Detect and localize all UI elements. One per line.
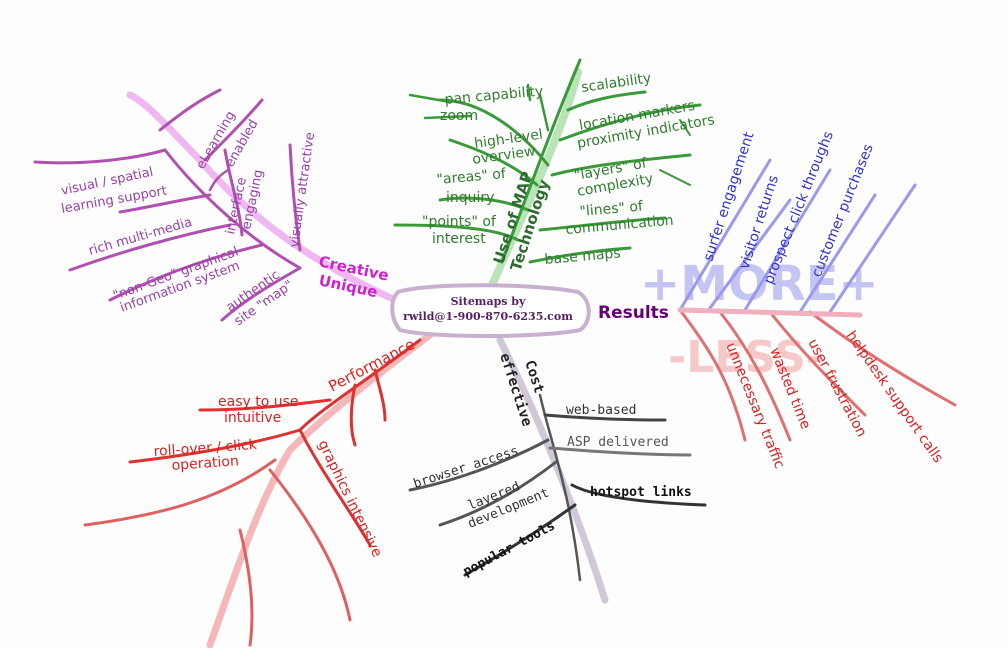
center-line1: Sitemaps by bbox=[451, 295, 526, 308]
tech-item-points: "points" of bbox=[422, 214, 497, 230]
performance-item-intuitive: intuitive bbox=[224, 410, 281, 426]
cost-labels: web-based ASP delivered browser access l… bbox=[412, 403, 692, 580]
tech-item-basemaps: base maps bbox=[544, 245, 621, 268]
tech-item-interest: interest bbox=[432, 231, 486, 247]
performance-item-easy: easy to use bbox=[218, 394, 299, 410]
less-watermark: -LESS- bbox=[668, 332, 824, 383]
tech-item-areas: "areas" of bbox=[436, 166, 508, 188]
creative-branch-lines bbox=[33, 88, 399, 322]
tech-item-zoom: zoom bbox=[440, 108, 478, 124]
creative-labels: eLearning enabled visual / spatial learn… bbox=[60, 109, 318, 330]
technology-branch-lines bbox=[393, 58, 702, 294]
results-title: Results bbox=[598, 303, 669, 323]
tech-item-inquiry: inquiry bbox=[446, 190, 494, 206]
cost-item-asp: ASP delivered bbox=[567, 435, 669, 450]
performance-title: Performance bbox=[325, 335, 417, 396]
tech-item-pan: pan capability bbox=[444, 83, 544, 108]
cost-branch-lines bbox=[408, 336, 707, 604]
results-more-lines bbox=[678, 158, 917, 314]
results-less-item-helpdesk: helpdesk support calls bbox=[843, 328, 946, 466]
cost-item-webbased: web-based bbox=[566, 403, 636, 418]
performance-item-operation: operation bbox=[171, 453, 239, 474]
performance-item-rollover: roll-over / click bbox=[153, 437, 258, 460]
results-less-lines bbox=[677, 307, 957, 442]
tech-item-lines: "lines" of bbox=[579, 198, 645, 220]
center-node: Sitemaps by rwild@1-900-870-6235.com bbox=[390, 283, 591, 338]
performance-branch-lines bbox=[83, 331, 434, 648]
performance-item-graphics: graphics intensive bbox=[314, 438, 385, 560]
center-line2: rwild@1-900-870-6235.com bbox=[403, 310, 573, 323]
cost-item-hotspot: hotspot links bbox=[590, 485, 692, 500]
